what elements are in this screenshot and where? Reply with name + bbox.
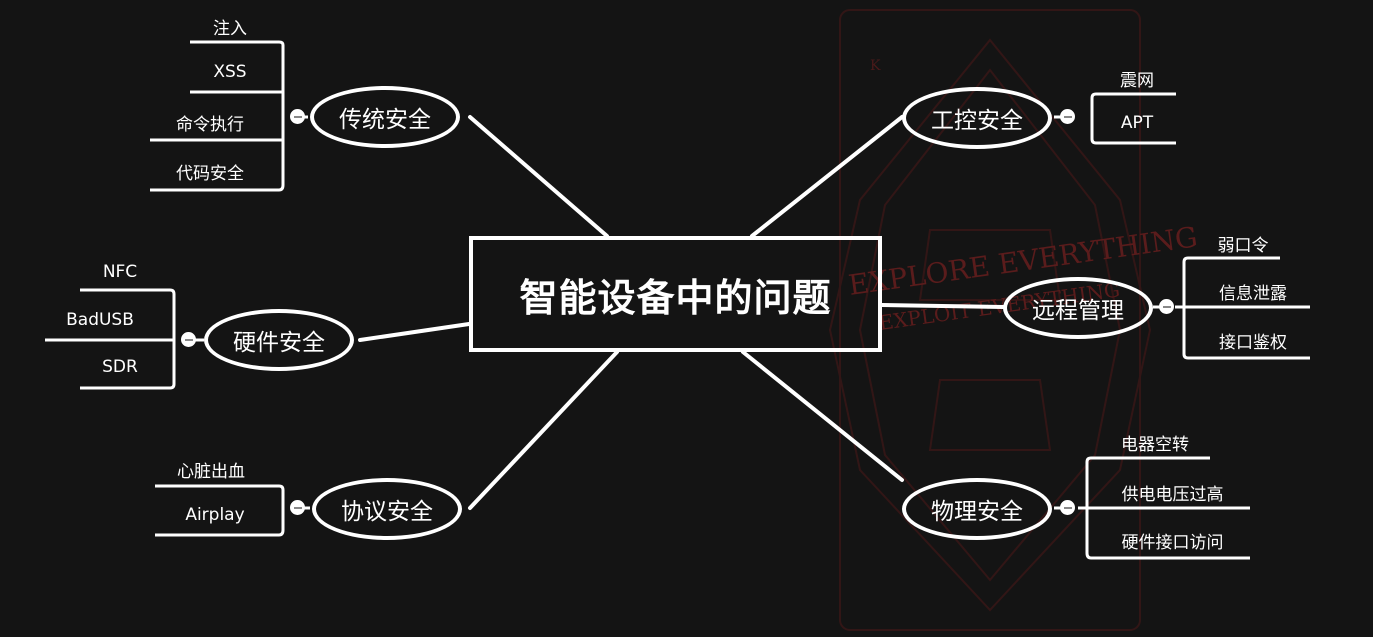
leaf-hardware-interface-access[interactable]: 硬件接口访问 <box>1121 533 1224 553</box>
topic-hardware-security[interactable]: 硬件安全 <box>204 309 354 371</box>
topic-remote-management[interactable]: 远程管理 <box>1003 277 1153 339</box>
leaf-weak-password[interactable]: 弱口令 <box>1217 236 1269 256</box>
collapse-ics-button[interactable] <box>1060 109 1075 124</box>
leaf-info-leak[interactable]: 信息泄露 <box>1219 284 1287 304</box>
edge-root-physical <box>741 350 904 482</box>
leaf-command-exec[interactable]: 命令执行 <box>176 115 244 135</box>
edge-root-protocol <box>468 350 619 510</box>
leaf-idle-appliance[interactable]: 电器空转 <box>1121 435 1189 455</box>
collapse-remote-button[interactable] <box>1159 299 1174 314</box>
root-node[interactable]: 智能设备中的问题 <box>469 236 882 352</box>
topic-physical-security[interactable]: 物理安全 <box>902 478 1052 540</box>
edge-root-hardware <box>358 322 471 342</box>
leaf-stuxnet[interactable]: 震网 <box>1120 71 1154 91</box>
leaf-xss[interactable]: XSS <box>213 62 247 82</box>
card-corner-text: K <box>870 58 881 74</box>
leaf-injection[interactable]: 注入 <box>213 19 247 39</box>
topic-traditional-security[interactable]: 传统安全 <box>310 86 460 148</box>
leaf-overvoltage[interactable]: 供电电压过高 <box>1121 485 1224 505</box>
edge-root-ics <box>750 115 904 238</box>
collapse-protocol-button[interactable] <box>290 500 305 515</box>
topic-ics-security[interactable]: 工控安全 <box>902 87 1052 149</box>
edge-root-remote <box>880 303 1005 309</box>
leaf-sdr[interactable]: SDR <box>102 357 138 377</box>
leaf-code-security[interactable]: 代码安全 <box>176 164 244 184</box>
leaf-nfc[interactable]: NFC <box>102 262 138 282</box>
collapse-physical-button[interactable] <box>1060 500 1075 515</box>
leaf-badusb[interactable]: BadUSB <box>66 310 134 330</box>
leaf-apt[interactable]: APT <box>1120 113 1154 133</box>
leaf-heartbleed[interactable]: 心脏出血 <box>177 462 245 482</box>
topic-protocol-security[interactable]: 协议安全 <box>312 478 462 540</box>
collapse-traditional-button[interactable] <box>290 109 305 124</box>
edge-root-traditional <box>468 115 609 238</box>
leaf-airplay[interactable]: Airplay <box>185 505 245 525</box>
leaf-interface-auth[interactable]: 接口鉴权 <box>1219 333 1287 353</box>
collapse-hardware-button[interactable] <box>181 332 196 347</box>
